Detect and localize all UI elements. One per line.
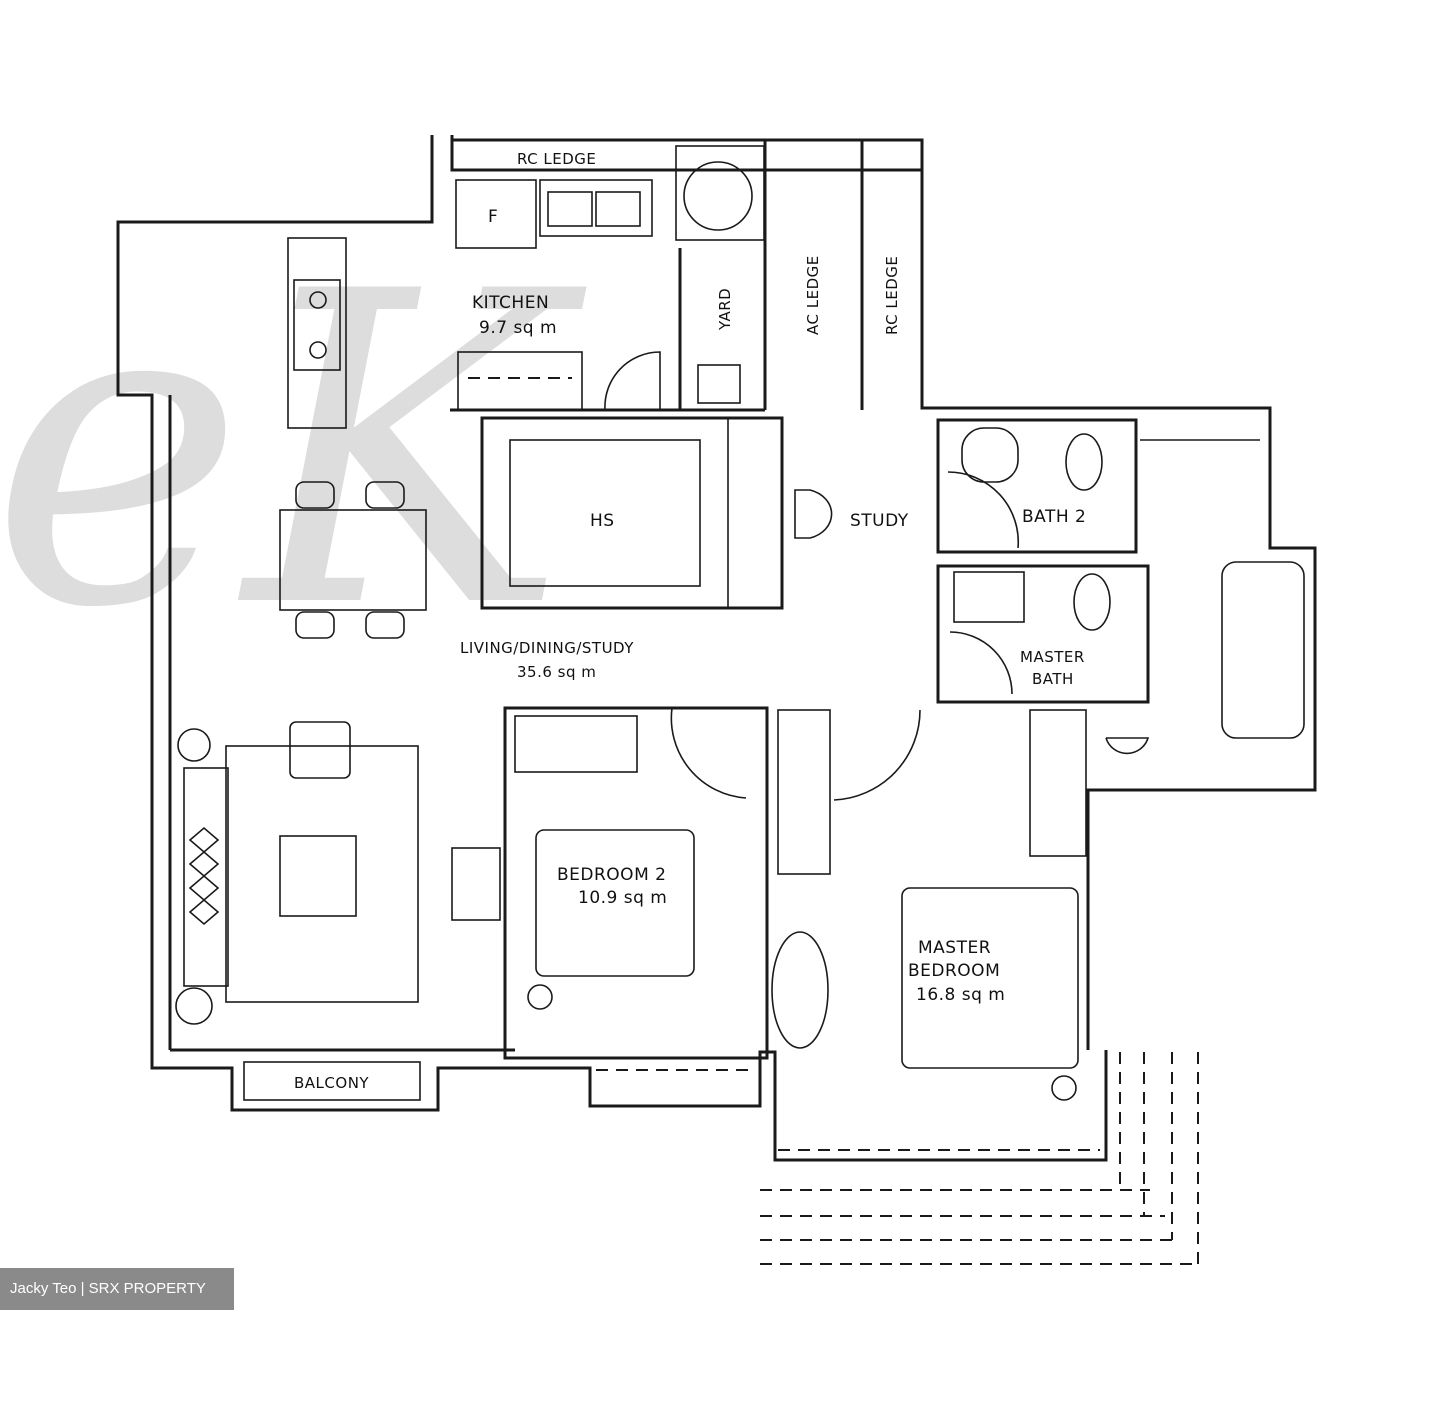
living-room-furniture (175, 721, 419, 1025)
bedroom-2-room (451, 706, 769, 1071)
label-rc-ledge-right: RC LEDGE (883, 256, 901, 335)
planter-ledge (760, 1052, 1199, 1265)
label-bedroom-2-area: 10.9 sq m (578, 888, 667, 908)
label-kitchen: KITCHEN (472, 293, 549, 313)
label-study: STUDY (850, 511, 909, 531)
label-master-bedroom-2: BEDROOM (908, 961, 1000, 981)
label-living: LIVING/DINING/STUDY (460, 639, 634, 657)
bath-2-room (936, 418, 1260, 554)
hs-room (480, 416, 784, 610)
label-ac-ledge: AC LEDGE (804, 255, 822, 335)
label-master-bedroom-1: MASTER (918, 938, 991, 958)
label-balcony: BALCONY (294, 1074, 369, 1092)
outer-walls (116, 135, 1317, 1162)
label-living-area: 35.6 sq m (517, 663, 596, 681)
study-desk (794, 489, 833, 539)
label-master-bath-2: BATH (1032, 670, 1074, 688)
label-bedroom-2: BEDROOM 2 (557, 865, 666, 885)
watermark-text: eK (0, 202, 587, 702)
balcony (243, 1061, 421, 1101)
label-hs: HS (590, 511, 615, 531)
kitchen-area (287, 179, 765, 429)
label-kitchen-area: 9.7 sq m (479, 318, 557, 338)
label-bath-2: BATH 2 (1022, 507, 1086, 527)
master-bedroom-room (771, 709, 1100, 1151)
label-fridge: F (488, 207, 498, 227)
yard-ledges (675, 140, 864, 410)
label-yard: YARD (716, 288, 734, 331)
photo-credit: Jacky Teo | SRX PROPERTY (0, 1268, 234, 1310)
label-master-bath-1: MASTER (1020, 648, 1085, 666)
label-master-bedroom-area: 16.8 sq m (916, 985, 1005, 1005)
label-rc-ledge-top: RC LEDGE (517, 150, 596, 168)
master-bath-room (936, 561, 1305, 755)
dining-table (279, 481, 427, 639)
